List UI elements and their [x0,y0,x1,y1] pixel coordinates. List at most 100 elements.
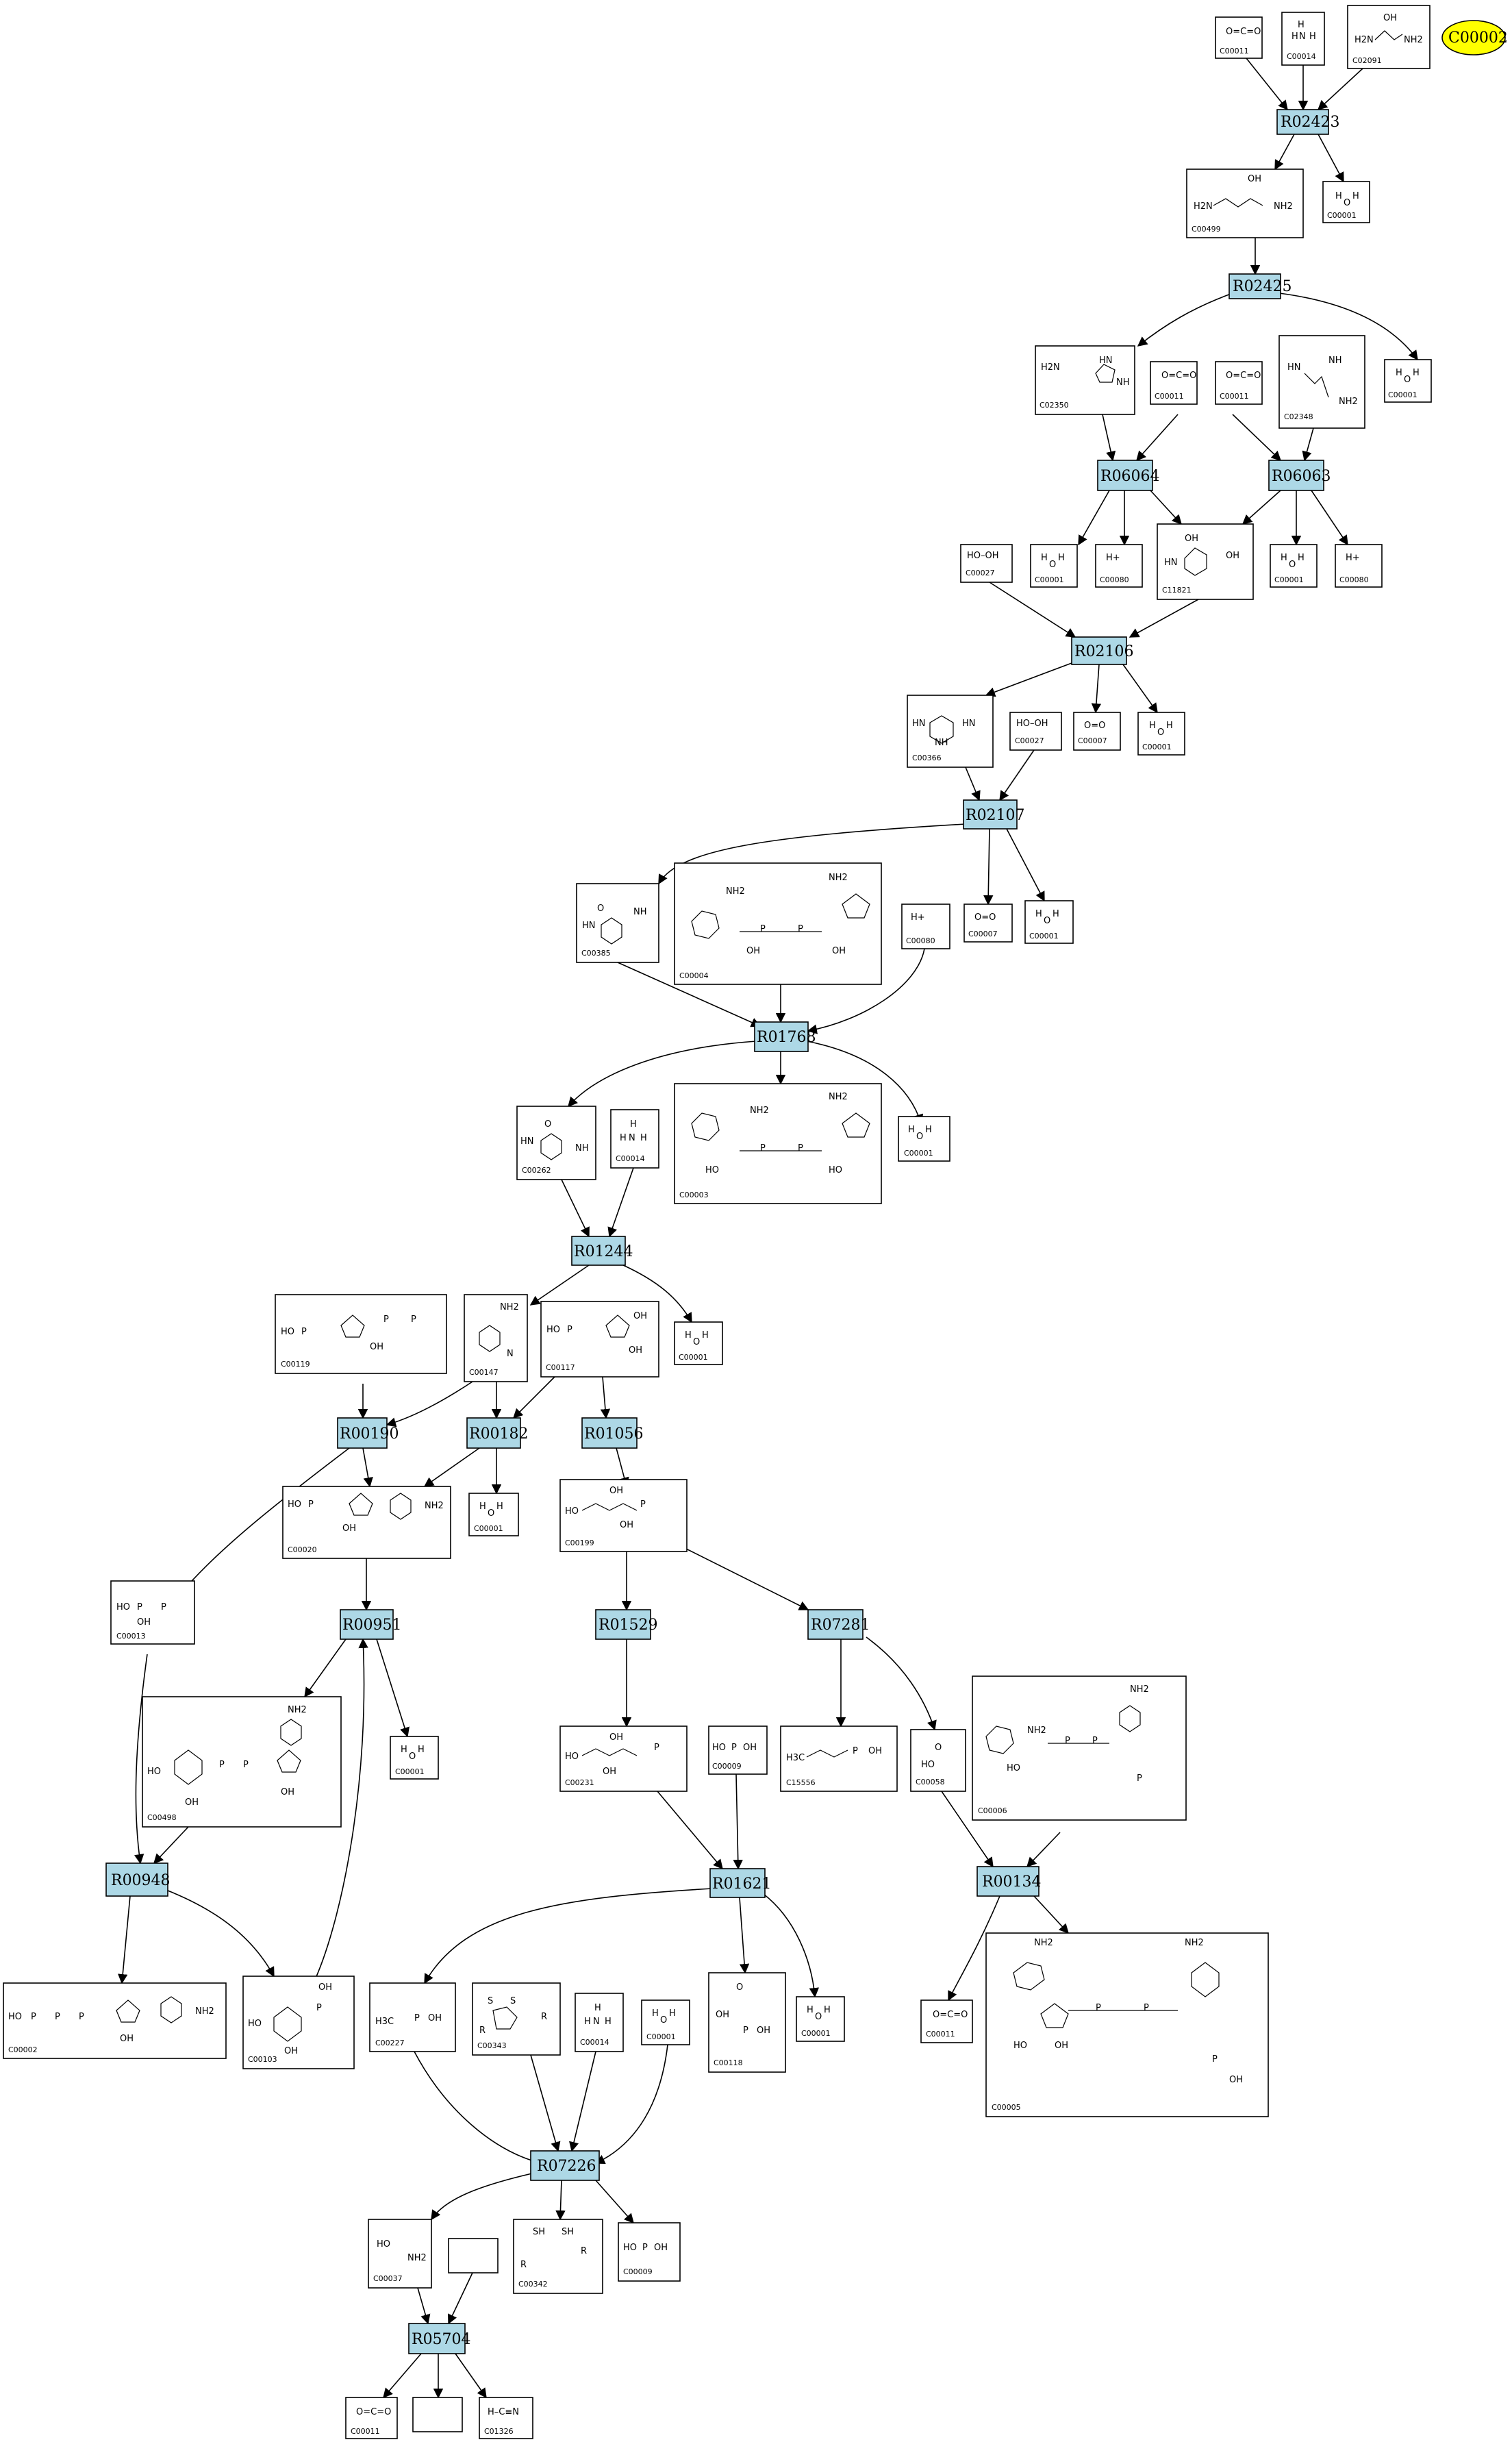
reaction-r00951[interactable]: R00951 [340,1609,402,1640]
compound-c00002[interactable]: HO P P P NH2 OH C00002 [3,1982,227,2059]
reaction-r01529[interactable]: R01529 [595,1609,658,1640]
reaction-r02107[interactable]: R02107 [963,799,1025,830]
reaction-r07281[interactable]: R07281 [807,1609,870,1640]
reaction-r01621[interactable]: R01621 [709,1868,772,1898]
compound-id: C02350 [1040,401,1069,410]
compound-c00011-e[interactable]: O=C=O C00011 [345,2397,398,2439]
compound-c00001-c[interactable]: H O H C00001 [1030,544,1078,588]
reaction-r00134[interactable]: R00134 [977,1866,1042,1897]
compound-c00009[interactable]: HO P OH C00009 [708,1725,768,1775]
co2-structure: O=C=O [1226,27,1261,37]
reaction-r02425[interactable]: R02425 [1228,273,1292,299]
reaction-r05704[interactable]: R05704 [408,2323,471,2354]
reaction-r02106[interactable]: R02106 [1071,636,1134,665]
compound-c00001[interactable]: H O H C00001 [1322,181,1370,223]
compound-c00385[interactable]: O HN NH C00385 [576,883,659,963]
compound-c00080-c[interactable]: H+ C00080 [901,904,950,949]
compound-c00118[interactable]: O OH P OH C00118 [708,1972,786,2073]
compound-c00007-b[interactable]: O=O C00007 [963,904,1013,943]
compound-c00199[interactable]: HO P OH OH C00199 [559,1479,688,1552]
compound-c00020[interactable]: HO P NH2 OH C00020 [282,1486,451,1559]
atom-o: O [916,1132,923,1142]
reaction-r00190[interactable]: R00190 [337,1417,399,1449]
compound-c00001-j[interactable]: H O H C00001 [390,1736,439,1780]
compound-c00343[interactable]: S S R R C00343 [472,1982,561,2056]
compound-c00001-f[interactable]: H O H C00001 [1024,900,1074,944]
compound-c00004[interactable]: NH2 NH2 P P OH OH C00004 [674,862,882,985]
reaction-r02423[interactable]: R02423 [1276,109,1340,135]
compound-c00001-e[interactable]: H O H C00001 [1137,712,1185,756]
compound-c01326[interactable]: H–C≡N C01326 [479,2397,533,2439]
compound-c00001-i[interactable]: H O H C00001 [468,1493,519,1536]
reaction-r01056[interactable]: R01056 [581,1417,644,1449]
compound-c00003[interactable]: NH2 NH2 P P HO HO C00003 [674,1083,882,1204]
compound-c00001-k[interactable]: H O H C00001 [641,1999,690,2045]
compound-c02091[interactable]: OH H2N NH2 C02091 [1347,5,1431,69]
compound-c00006[interactable]: NH2 NH2 P P P HO C00006 [972,1675,1187,1821]
compound-id: C00001 [395,1767,425,1776]
compound-blank-top[interactable] [448,2238,499,2273]
compound-c00001-g[interactable]: H O H C00001 [898,1116,950,1162]
compound-c00001-b[interactable]: H O H C00001 [1384,359,1432,403]
compound-id: C00011 [1220,47,1249,55]
compound-c00027[interactable]: HO–OH C00027 [960,544,1013,583]
reaction-r06064[interactable]: R06064 [1097,460,1160,491]
compound-c00037[interactable]: HO NH2 C00037 [368,2219,432,2289]
compound-c00014-c[interactable]: H H N H C00014 [575,1993,624,2052]
highlighted-compound-c00002[interactable]: C00002 [1441,20,1508,55]
compound-c00103[interactable]: OH P HO OH C00103 [242,1976,355,2069]
compound-c00011-c[interactable]: O=C=O C00011 [1215,361,1263,405]
edge-r00182-c00020 [423,1447,480,1487]
compound-c00119[interactable]: HO P P P OH C00119 [275,1294,447,1374]
compound-c02348[interactable]: HN NH NH2 C02348 [1278,335,1365,429]
compound-c00147[interactable]: NH2 N C00147 [464,1294,528,1382]
compound-c00117[interactable]: HO P OH OH C00117 [540,1301,659,1378]
compound-c00005[interactable]: NH2 NH2 P P P HO OH OH C00005 [985,1932,1269,2117]
compound-c00499[interactable]: OH H2N NH2 C00499 [1186,169,1304,238]
compound-c00262[interactable]: O HN NH C00262 [516,1106,596,1180]
compound-blank-bottom[interactable] [412,2397,463,2432]
compound-c00011[interactable]: O=C=O C00011 [1215,16,1263,59]
reaction-r00948[interactable]: R00948 [105,1862,171,1897]
compound-c00013[interactable]: HO P P OH C00013 [110,1580,195,1645]
edge-r06063-c11821 [1242,490,1281,525]
compound-c00001-h[interactable]: H O H C00001 [674,1321,723,1365]
compound-c00227[interactable]: H3C P OH C00227 [369,1982,456,2052]
reaction-r01244[interactable]: R01244 [571,1236,633,1266]
compound-c00058[interactable]: O HO C00058 [910,1729,966,1792]
atom-hn: HN [582,921,596,931]
atom-p: P [743,2026,748,2036]
compound-c00027-b[interactable]: HO–OH C00027 [1009,712,1062,751]
compound-c15556[interactable]: H3C P OH C15556 [780,1725,898,1792]
compound-id: C00147 [469,1368,499,1377]
reaction-label: R00134 [982,1873,1042,1891]
compound-c00011-d[interactable]: O=C=O C00011 [920,1999,973,2043]
edge-r01621-c00001 [763,1893,819,1998]
compound-c00014[interactable]: H H N H C00014 [1281,12,1325,66]
compound-id: C00001 [1029,932,1059,940]
atom-nh2: NH2 [1027,1725,1046,1736]
compound-c00366[interactable]: HN HN NH C00366 [907,695,994,768]
compound-c00231[interactable]: HO P OH OH C00231 [559,1725,688,1792]
reaction-r06063[interactable]: R06063 [1268,460,1331,491]
atom-nh: NH [575,1143,589,1154]
compound-c00342[interactable]: SH SH R R C00342 [513,2219,603,2294]
compound-c00001-l[interactable]: H O H C00001 [796,1996,845,2042]
compound-c00007[interactable]: O=O C00007 [1073,712,1121,751]
compound-c00080-b[interactable]: H+ C00080 [1335,544,1383,588]
compound-c00011-b[interactable]: O=C=O C00011 [1150,361,1198,405]
compound-c00009-b[interactable]: HO P OH C00009 [618,2222,681,2282]
reaction-r01768[interactable]: R01768 [754,1021,816,1052]
compound-c00498[interactable]: NH2 P P HO OH OH C00498 [142,1696,342,1828]
compound-c02350[interactable]: H2N HN NH C02350 [1035,345,1135,415]
reaction-r00182[interactable]: R00182 [466,1417,529,1449]
reaction-r07226[interactable]: R07226 [530,2150,600,2181]
compound-c11821[interactable]: OH HN OH C11821 [1157,523,1254,600]
atom-ho: HO [565,1752,579,1762]
compound-c00001-d[interactable]: H O H C00001 [1270,544,1318,588]
compound-id: C00499 [1192,225,1221,234]
compound-c00080[interactable]: H+ C00080 [1095,544,1143,588]
atom-h: H [1058,553,1065,563]
atom-s: S [488,1996,493,2006]
compound-c00014-b[interactable]: H H N H C00014 [610,1109,659,1169]
